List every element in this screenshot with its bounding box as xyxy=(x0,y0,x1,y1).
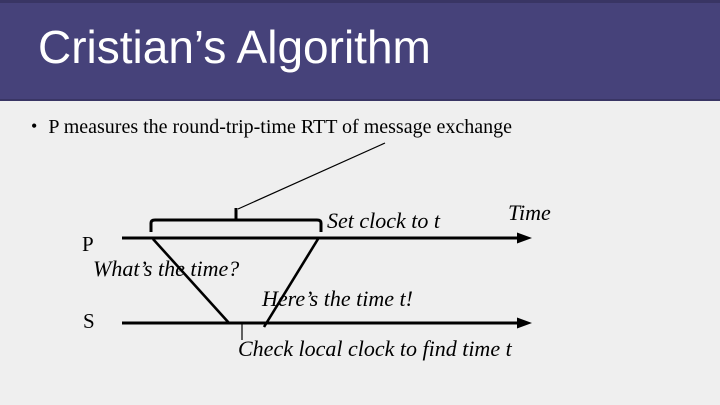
s-timeline-arrowhead xyxy=(517,317,532,329)
label-set-clock: Set clock to t xyxy=(327,208,441,233)
label-time-axis: Time xyxy=(508,200,551,225)
title-bar xyxy=(0,0,720,101)
bullet-text: P measures the round-trip-time RTT of me… xyxy=(48,116,512,138)
request-message-line xyxy=(152,238,230,324)
label-heres-the-time: Here’s the time t! xyxy=(262,286,413,311)
label-whats-the-time: What’s the time? xyxy=(93,256,240,281)
label-check-local-clock: Check local clock to find time t xyxy=(238,336,512,361)
bullet-item: • P measures the round-trip-time RTT of m… xyxy=(31,117,512,137)
bullet-marker: • xyxy=(31,116,38,136)
label-process-p: P xyxy=(82,232,94,256)
rtt-pointer-line xyxy=(237,142,386,210)
rtt-bracket xyxy=(149,218,323,232)
reply-message-line xyxy=(262,238,320,328)
label-process-s: S xyxy=(83,309,95,333)
page-title: Cristian’s Algorithm xyxy=(38,21,431,73)
p-timeline-arrowhead xyxy=(517,232,532,244)
